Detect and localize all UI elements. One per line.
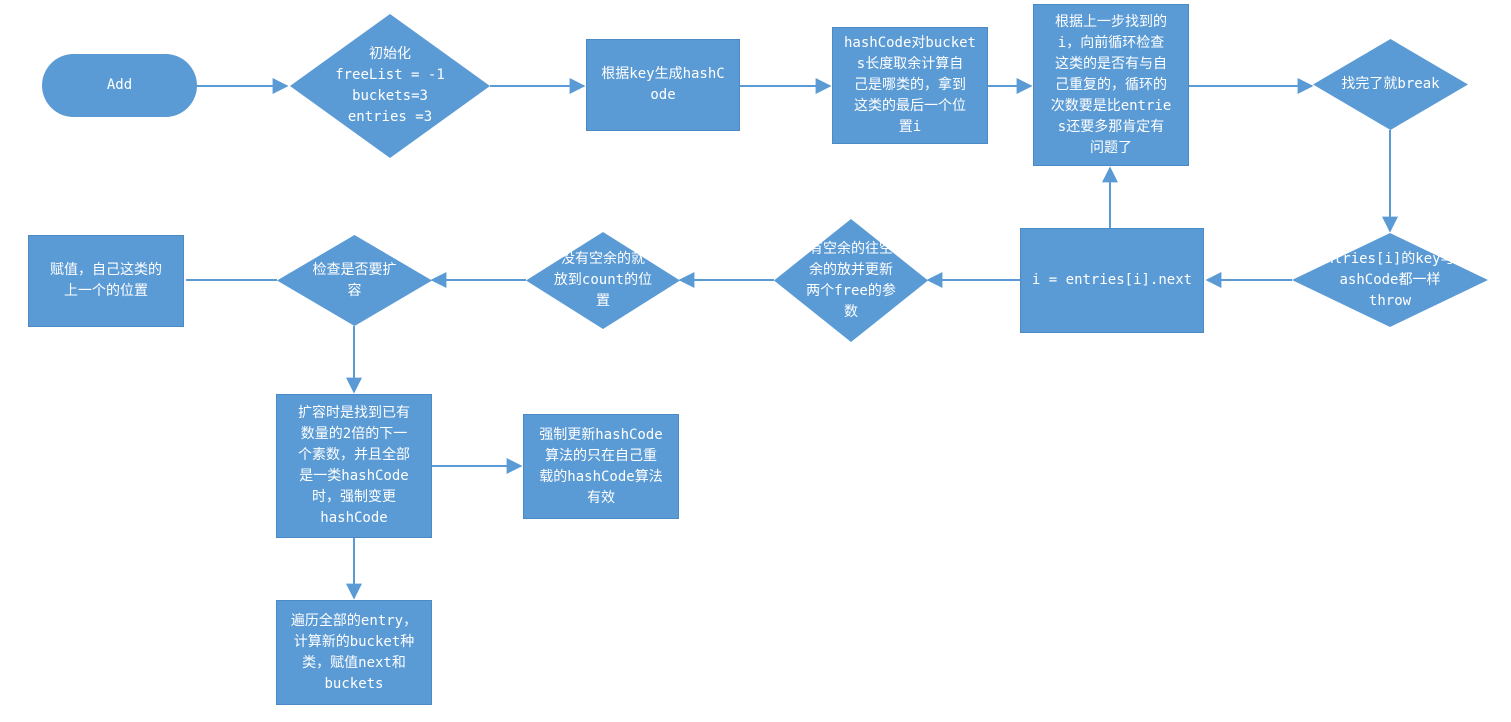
check-resize-label: 检查是否要扩 容 <box>312 261 397 299</box>
gen-hash-step: 根据key生成hashC ode <box>586 39 740 131</box>
rehash-step: 遍历全部的entry， 计算新的bucket种 类，赋值next和 bucket… <box>276 600 432 705</box>
init-diamond-shape <box>290 14 490 158</box>
no-free-label: 没有空余的就 放到count的位 置 <box>553 251 653 309</box>
init-label: 初始化 freeList = -1 buckets=3 entries =3 <box>335 46 445 125</box>
free-slot-diamond-shape <box>774 219 928 342</box>
found-break-label: 找完了就break <box>1341 76 1440 92</box>
force-hash-note: 强制更新hashCode 算法的只在自己重 载的hashCode算法 有效 <box>523 414 679 519</box>
rehash-label: 遍历全部的entry， 计算新的bucket种 类，赋值next和 bucket… <box>290 612 418 692</box>
same-key-label: entries[i]的key与h ashCode都一样 throw <box>1316 250 1463 309</box>
no-free-diamond-shape <box>526 232 680 329</box>
start-node: Add <box>42 54 197 117</box>
loop-check-step: 根据上一步找到的 i，向前循环检查 这类的是否有与自 己重复的，循环的 次数要是… <box>1033 4 1189 166</box>
bucket-mod-label: hashCode对bucket s长度取余计算自 己是哪类的，拿到 这类的最后一… <box>843 35 976 135</box>
start-label: Add <box>106 77 133 93</box>
check-resize-diamond-shape <box>277 235 432 326</box>
force-hash-label: 强制更新hashCode 算法的只在自己重 载的hashCode算法 有效 <box>539 426 663 506</box>
free-slot-label: 有空余的往空 余的放并更新 两个free的参 数 <box>806 240 896 320</box>
gen-hash-label: 根据key生成hashC ode <box>601 66 725 103</box>
found-break-diamond-shape <box>1313 39 1468 130</box>
free-slot-decision: 有空余的往空 余的放并更新 两个free的参 数 <box>774 219 928 342</box>
resize-detail-label: 扩容时是找到已有 数量的2倍的下一 个素数，并且全部 是一类hashCode 时… <box>298 405 410 526</box>
same-key-throw-decision: entries[i]的key与h ashCode都一样 throw <box>1292 233 1488 327</box>
no-free-decision: 没有空余的就 放到count的位 置 <box>526 232 680 329</box>
assign-prev-label: 赋值，自己这类的 上一个的位置 <box>50 262 162 299</box>
same-key-diamond-shape <box>1292 233 1488 327</box>
found-break-decision: 找完了就break <box>1313 39 1468 130</box>
next-index-label: i = entries[i].next <box>1031 272 1193 288</box>
init-decision: 初始化 freeList = -1 buckets=3 entries =3 <box>290 14 490 158</box>
loop-check-label: 根据上一步找到的 i，向前循环检查 这类的是否有与自 己重复的，循环的 次数要是… <box>1050 13 1172 156</box>
assign-prev-step: 赋值，自己这类的 上一个的位置 <box>28 235 184 327</box>
bucket-mod-step: hashCode对bucket s长度取余计算自 己是哪类的，拿到 这类的最后一… <box>832 27 988 144</box>
next-index-step: i = entries[i].next <box>1020 228 1204 333</box>
check-resize-decision: 检查是否要扩 容 <box>277 235 432 326</box>
resize-detail-step: 扩容时是找到已有 数量的2倍的下一 个素数，并且全部 是一类hashCode 时… <box>276 394 432 538</box>
